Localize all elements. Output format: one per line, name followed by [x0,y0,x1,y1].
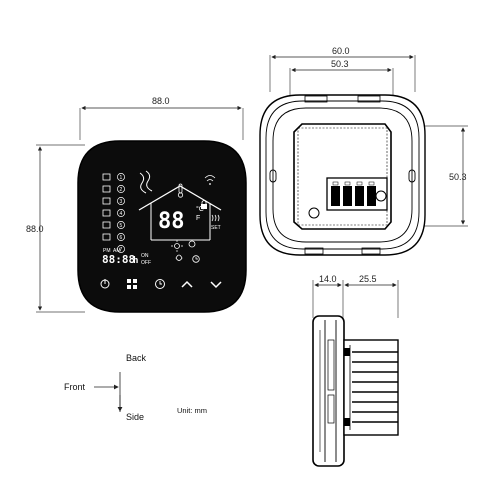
house-icon [138,185,222,211]
mode-icon [188,240,196,248]
on-label: ON [141,253,149,259]
side-back-module [343,339,399,436]
lock-icon [201,204,207,209]
screw-slot [408,169,416,183]
mount-hole [308,207,320,219]
heat-waves-icon [139,170,153,194]
terminal-fins [352,351,398,423]
set-label: SET [211,225,221,231]
mount-hole [375,190,387,202]
back-inner-width-label: 50.3 [331,59,349,69]
program-icon [102,209,111,217]
side-front-plate [312,315,345,467]
side-depth-front-label: 14.0 [319,274,337,284]
program-icon [102,185,111,193]
program-icon [102,233,111,241]
program-list: 1 2 3 4 5 6 7 PM AM [102,173,125,254]
sun-icon [174,243,180,249]
terminal-block [326,177,388,211]
floor-heat-icon [211,214,220,222]
timer-icon [192,255,200,263]
back-view: 60.0 50.3 50.3 [259,46,468,256]
clock-h-label: h [133,256,138,266]
front-width-label: 88.0 [152,96,170,106]
clock-digits: 88:88 [102,253,135,266]
program-number: 2 [120,187,123,193]
unit-label: Unit: mm [177,406,207,415]
thermostat-front-body [77,140,247,313]
orientation-back-label: Back [126,353,147,363]
temperature-digits: 88 [158,209,185,234]
down-button[interactable] [210,281,222,289]
pm-label: PM [103,248,111,254]
side-depth-back-label: 25.5 [359,274,377,284]
arrow-up-icon [181,280,193,288]
program-number: 1 [120,175,123,181]
wifi-icon [204,175,216,182]
program-number: 5 [120,223,123,229]
clock-icon [155,279,165,289]
hand-icon [175,254,183,261]
back-width-label: 60.0 [332,46,350,56]
program-number: 6 [120,235,123,241]
side-view: 14.0 25.5 [312,274,399,467]
menu-grid-icon [127,279,137,289]
menu-button[interactable] [127,279,137,289]
arrow-down-icon [210,281,222,289]
screw-slot [269,169,277,183]
program-icon [102,197,111,205]
am-label: AM [113,248,121,254]
up-button[interactable] [181,280,193,288]
orientation-side-label: Side [126,412,144,422]
program-number: 3 [120,199,123,205]
off-label: OFF [141,260,151,266]
front-height-label: 88.0 [26,224,44,234]
program-icon [102,173,111,181]
front-view: 88.0 88.0 1 2 3 4 5 6 [26,96,247,313]
orientation-legend: Back Front Side Unit: mm [64,353,207,422]
degree-f-label: F [196,215,200,222]
program-icon [102,221,111,229]
power-button[interactable] [100,279,110,289]
clock-button[interactable] [155,279,165,289]
program-number: 4 [120,211,123,217]
orientation-front-label: Front [64,382,86,392]
back-inner-height-label: 50.3 [449,172,467,182]
program-number: 7 [120,247,123,253]
degree-c-label: °C [196,205,204,213]
